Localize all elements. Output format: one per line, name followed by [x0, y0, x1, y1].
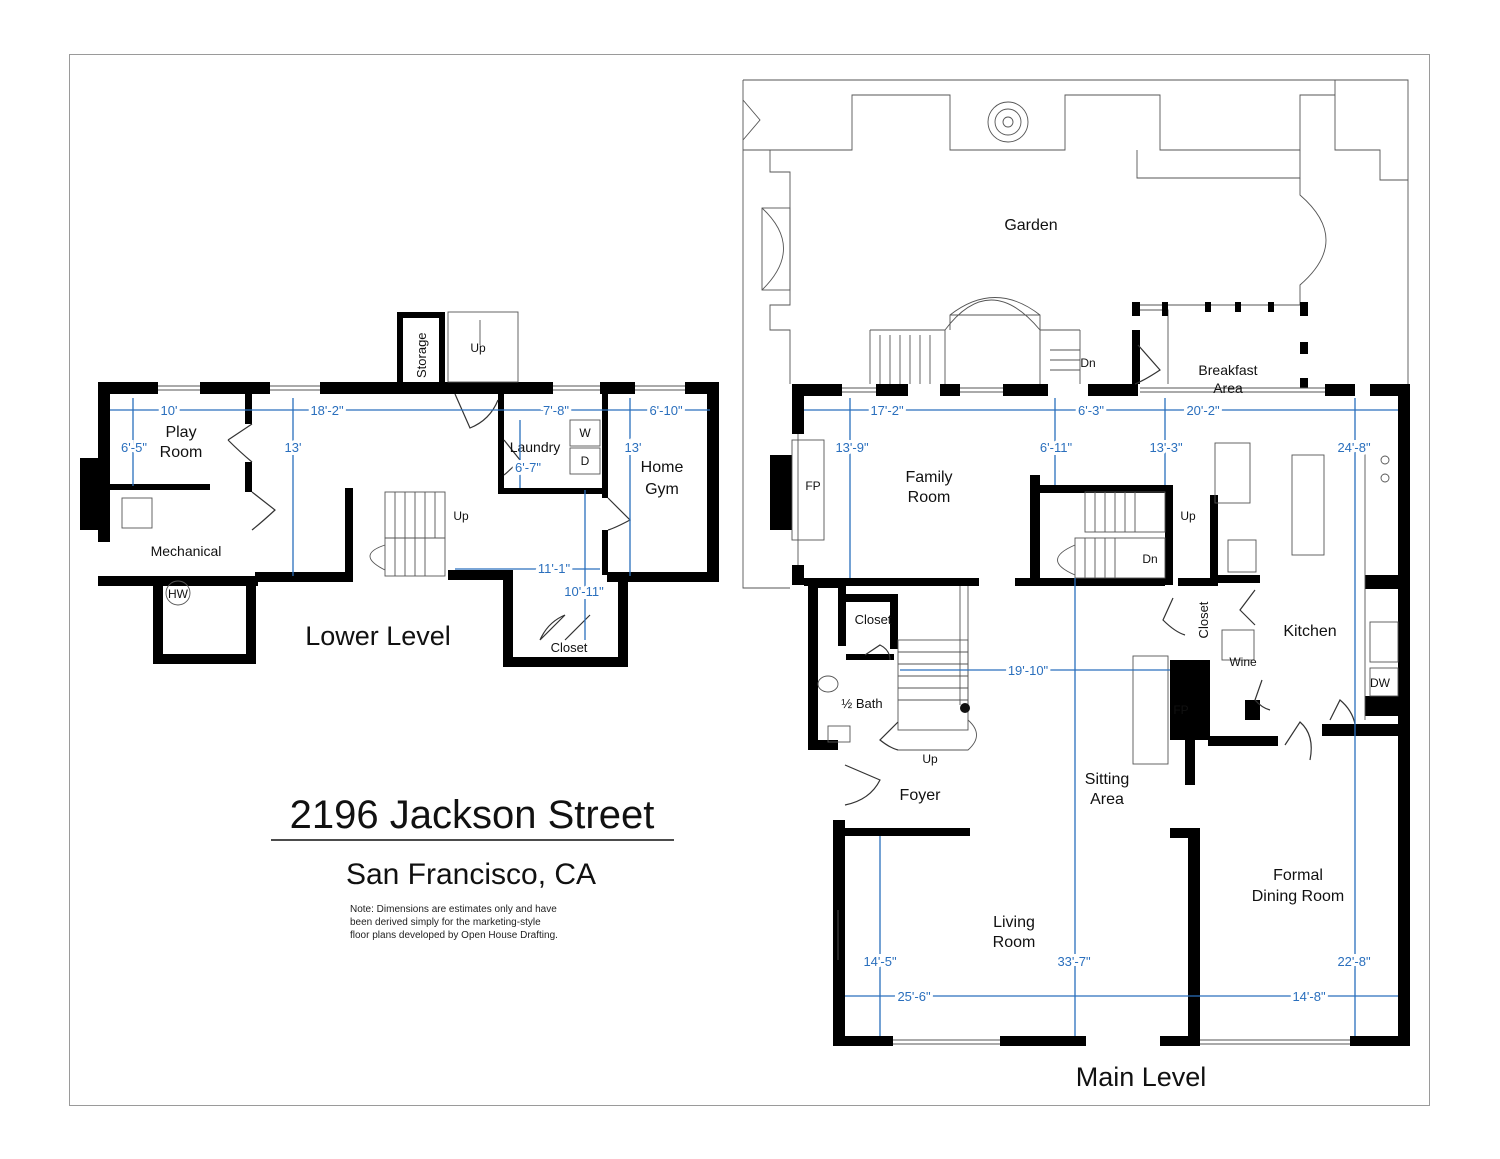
- lower-dim-8: 13': [625, 440, 642, 455]
- title-block: 2196 Jackson Street San Francisco, CA No…: [271, 793, 674, 941]
- lower-dim-6: 13': [285, 440, 302, 455]
- hw-label: HW: [168, 587, 189, 601]
- dishwasher-label: DW: [1370, 676, 1391, 690]
- lower-dim-2: 18'-2": [310, 403, 344, 418]
- lower-up-label-2: Up: [453, 509, 469, 523]
- laundry-label: Laundry: [510, 439, 561, 455]
- dryer-label: D: [581, 454, 590, 468]
- main-level-dimension-lines: [804, 398, 1398, 1036]
- property-title: 2196 Jackson Street: [290, 793, 655, 837]
- main-level-doors: [844, 344, 1356, 806]
- living-room-label-1: Living: [993, 914, 1035, 931]
- dining-room-label-2: Dining Room: [1252, 888, 1344, 905]
- main-dim-3: 20'-2": [1186, 403, 1220, 418]
- main-dim-6: 13'-3": [1149, 440, 1183, 455]
- mechanical-label: Mechanical: [151, 543, 222, 559]
- lower-level-stairs: [121, 311, 601, 606]
- lower-dim-1: 10': [161, 403, 178, 418]
- wine-label: Wine: [1229, 655, 1257, 669]
- home-gym-label-1: Home: [641, 459, 684, 476]
- main-dim-2: 6'-3": [1078, 403, 1104, 418]
- closet-label-1: Closet: [855, 612, 892, 627]
- breakfast-label-1: Breakfast: [1198, 362, 1257, 378]
- lower-level-dimension-lines: [110, 398, 710, 640]
- kitchen-label: Kitchen: [1283, 623, 1336, 640]
- closet-label-2: Closet: [1196, 601, 1211, 638]
- lower-dim-10: 10'-11": [564, 584, 604, 599]
- play-room-label-1: Play: [165, 424, 196, 441]
- lower-level-windows: [158, 385, 685, 391]
- main-dim-10: 33'-7": [1057, 954, 1091, 969]
- sitting-area-label-1: Sitting: [1085, 771, 1129, 788]
- disclaimer-line-1: Note: Dimensions are estimates only and …: [350, 904, 557, 915]
- property-subtitle: San Francisco, CA: [346, 858, 596, 891]
- dining-room-label-1: Formal: [1273, 867, 1323, 884]
- family-room-label-1: Family: [905, 469, 952, 486]
- breakfast-label-2: Area: [1213, 380, 1243, 396]
- newel-post: [960, 703, 970, 713]
- living-room-label-2: Room: [993, 934, 1036, 951]
- main-dim-4: 13'-9": [835, 440, 869, 455]
- lower-level-label: Lower Level: [305, 621, 451, 651]
- washer-label: W: [579, 426, 591, 440]
- home-gym-label-2: Gym: [645, 481, 679, 498]
- half-bath-label: ½ Bath: [841, 696, 882, 711]
- storage-label: Storage: [414, 332, 429, 378]
- main-dim-12: 25'-6": [897, 989, 931, 1004]
- lower-dim-5: 6'-5": [121, 440, 147, 455]
- main-level-details: [791, 387, 1399, 1045]
- lower-level-walls: [80, 312, 719, 667]
- sitting-fireplace-label: FP: [1173, 703, 1188, 717]
- lower-dim-7: 6'-7": [515, 460, 541, 475]
- family-room-label-2: Room: [908, 489, 951, 506]
- main-level-plan: Garden Breakfast Area Family Room FP FP …: [742, 79, 1410, 1092]
- lower-closet-label: Closet: [551, 640, 588, 655]
- main-level-label: Main Level: [1076, 1062, 1207, 1092]
- sitting-area-label-2: Area: [1090, 791, 1124, 808]
- garden-label: Garden: [1004, 217, 1057, 234]
- main-dim-1: 17'-2": [870, 403, 904, 418]
- lower-dim-4: 6'-10": [649, 403, 683, 418]
- breakfast-window-posts: [1132, 302, 1308, 388]
- disclaimer-line-3: floor plans developed by Open House Draf…: [350, 930, 558, 941]
- family-fireplace-label: FP: [805, 479, 820, 493]
- stair-down-label: Dn: [1142, 552, 1157, 566]
- main-dim-7: 24'-8": [1337, 440, 1371, 455]
- family-stair-up-label: Up: [1180, 509, 1196, 523]
- main-dim-9: 14'-5": [863, 954, 897, 969]
- page-frame: [69, 54, 1430, 1106]
- lower-dim-3: 7'-8": [543, 403, 569, 418]
- lower-level-plan: Play Room Mechanical HW Laundry W D Home…: [80, 311, 719, 667]
- foyer-label: Foyer: [900, 787, 942, 804]
- garden-outline: [742, 79, 1409, 589]
- lower-up-label-1: Up: [470, 341, 486, 355]
- main-dim-11: 22'-8": [1337, 954, 1371, 969]
- disclaimer-line-2: been derived simply for the marketing-st…: [350, 917, 541, 928]
- main-dim-5: 6'-11": [1040, 440, 1073, 455]
- lower-dim-9: 11'-1": [538, 561, 571, 576]
- play-room-label-2: Room: [160, 444, 203, 461]
- main-stair-up-label: Up: [922, 752, 938, 766]
- main-level-walls: [770, 384, 1410, 1046]
- main-dim-8: 19'-10": [1008, 663, 1049, 678]
- main-dim-13: 14'-8": [1292, 989, 1326, 1004]
- terrace-down-label: Dn: [1080, 356, 1095, 370]
